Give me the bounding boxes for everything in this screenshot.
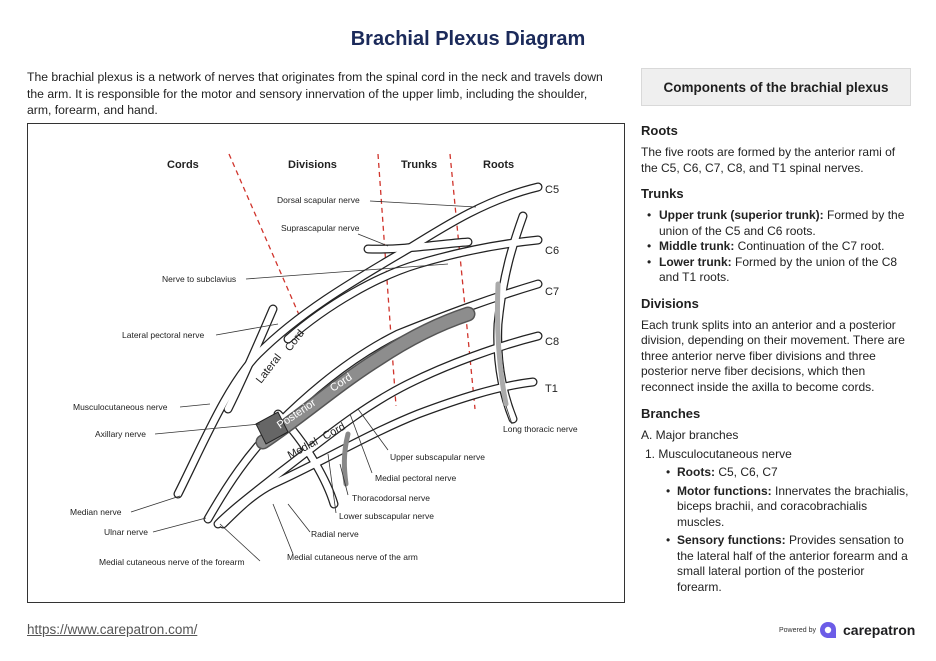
trunk-item-middle: Middle trunk: Continuation of the C7 roo…: [641, 239, 911, 255]
label-nerve-to-subclavius: Nerve to subclavius: [162, 274, 236, 284]
label-upper-subscapular: Upper subscapular nerve: [390, 452, 485, 462]
label-ulnar: Ulnar nerve: [104, 527, 148, 537]
trunks-list: Upper trunk (superior trunk): Formed by …: [641, 208, 911, 286]
page-title: Brachial Plexus Diagram: [350, 28, 586, 50]
detail-roots: Roots: C5, C6, C7: [641, 465, 911, 481]
trunk-item-upper: Upper trunk (superior trunk): Formed by …: [641, 208, 911, 239]
trunk-item-lower: Lower trunk: Formed by the union of the …: [641, 255, 911, 286]
divisions-text: Each trunk splits into an anterior and a…: [641, 317, 905, 394]
label-median: Median nerve: [70, 507, 122, 517]
major-branches: A. Major branches: [641, 428, 739, 442]
branches-heading: Branches: [641, 406, 701, 421]
brachial-plexus-diagram: Cords Divisions Trunks Roots C5 C6 C7 C8…: [27, 123, 625, 603]
header-divisions: Divisions: [288, 159, 337, 171]
nerve-paths: [173, 182, 543, 529]
leader-lines: [130, 200, 513, 562]
label-medial-pectoral: Medial pectoral nerve: [375, 473, 457, 483]
header-trunks: Trunks: [401, 159, 437, 171]
root-c5: C5: [545, 184, 559, 196]
root-c6: C6: [545, 245, 559, 257]
label-lower-subscapular: Lower subscapular nerve: [339, 511, 434, 521]
label-radial: Radial nerve: [311, 529, 359, 539]
header-cords: Cords: [167, 159, 199, 171]
root-c7: C7: [545, 286, 559, 298]
label-axillary: Axillary nerve: [95, 429, 146, 439]
label-medial-cut-arm: Medial cutaneous nerve of the arm: [287, 552, 418, 562]
branch-item-musculocutaneous: 1. Musculocutaneous nerve: [645, 446, 792, 461]
carepatron-logo-icon: [820, 622, 836, 638]
divisions-heading: Divisions: [641, 295, 699, 311]
powered-by-text: Powered by: [779, 627, 816, 634]
detail-sensory: Sensory functions: Provides sensation to…: [641, 533, 911, 595]
label-musculocutaneous: Musculocutaneous nerve: [73, 402, 168, 412]
root-t1: T1: [545, 383, 558, 395]
root-c8: C8: [545, 336, 559, 348]
components-panel: Components of the brachial plexus Roots …: [641, 68, 911, 595]
label-dorsal-scapular: Dorsal scapular nerve: [277, 195, 360, 205]
diagram-svg: Cords Divisions Trunks Roots C5 C6 C7 C8…: [70, 153, 578, 567]
footer-link[interactable]: https://www.carepatron.com/: [27, 622, 198, 637]
brand-name: carepatron: [843, 622, 916, 638]
label-lateral-pectoral: Lateral pectoral nerve: [122, 330, 204, 340]
label-suprascapular: Suprascapular nerve: [281, 223, 360, 233]
detail-motor: Motor functions: Innervates the brachial…: [641, 484, 911, 531]
panel-header: Components of the brachial plexus: [641, 68, 911, 106]
label-long-thoracic: Long thoracic nerve: [503, 424, 578, 434]
label-thoracodorsal: Thoracodorsal nerve: [352, 493, 430, 503]
branch-details: Roots: C5, C6, C7 Motor functions: Inner…: [641, 465, 911, 595]
header-roots: Roots: [483, 159, 514, 171]
medial-cord-word: Cord: [321, 421, 348, 443]
trunks-heading: Trunks: [641, 186, 684, 201]
intro-paragraph: The brachial plexus is a network of nerv…: [27, 70, 603, 117]
roots-heading: Roots: [641, 123, 678, 138]
roots-text: The five roots are formed by the anterio…: [641, 145, 896, 175]
label-medial-cut-forearm: Medial cutaneous nerve of the forearm: [99, 557, 245, 567]
posterior-cord-stump: [255, 411, 289, 445]
